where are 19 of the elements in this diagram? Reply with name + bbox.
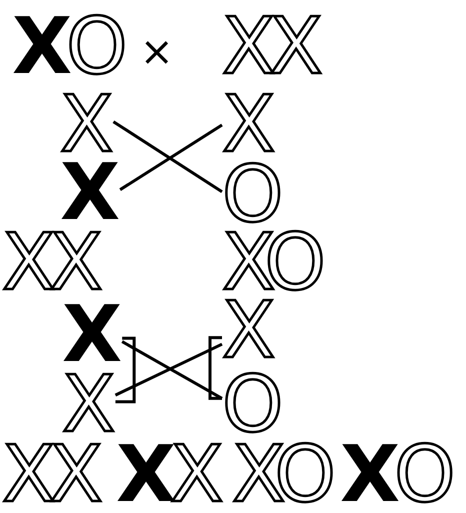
genotype-label: XX — [2, 230, 103, 296]
genotype-label: XX — [116, 442, 224, 508]
gamete-label: O — [222, 162, 284, 228]
gamete-label: X — [222, 92, 276, 158]
connector-line — [115, 336, 136, 404]
gamete-label: X — [62, 372, 116, 438]
genotype-label: XO — [340, 442, 456, 508]
gamete-label: O — [222, 372, 284, 438]
gamete-label: X — [60, 92, 114, 158]
gamete-label: X — [60, 160, 120, 226]
connector-line — [208, 336, 222, 400]
genotype-label: XO — [232, 442, 336, 508]
genotype-label: XX — [222, 14, 323, 80]
genotype-label: XO — [222, 230, 326, 296]
gamete-label: X — [62, 302, 122, 368]
genotype-label: XO — [12, 14, 128, 80]
genotype-label: XX — [2, 442, 103, 508]
cross-sign: × — [140, 32, 174, 72]
gamete-label: X — [222, 298, 276, 364]
